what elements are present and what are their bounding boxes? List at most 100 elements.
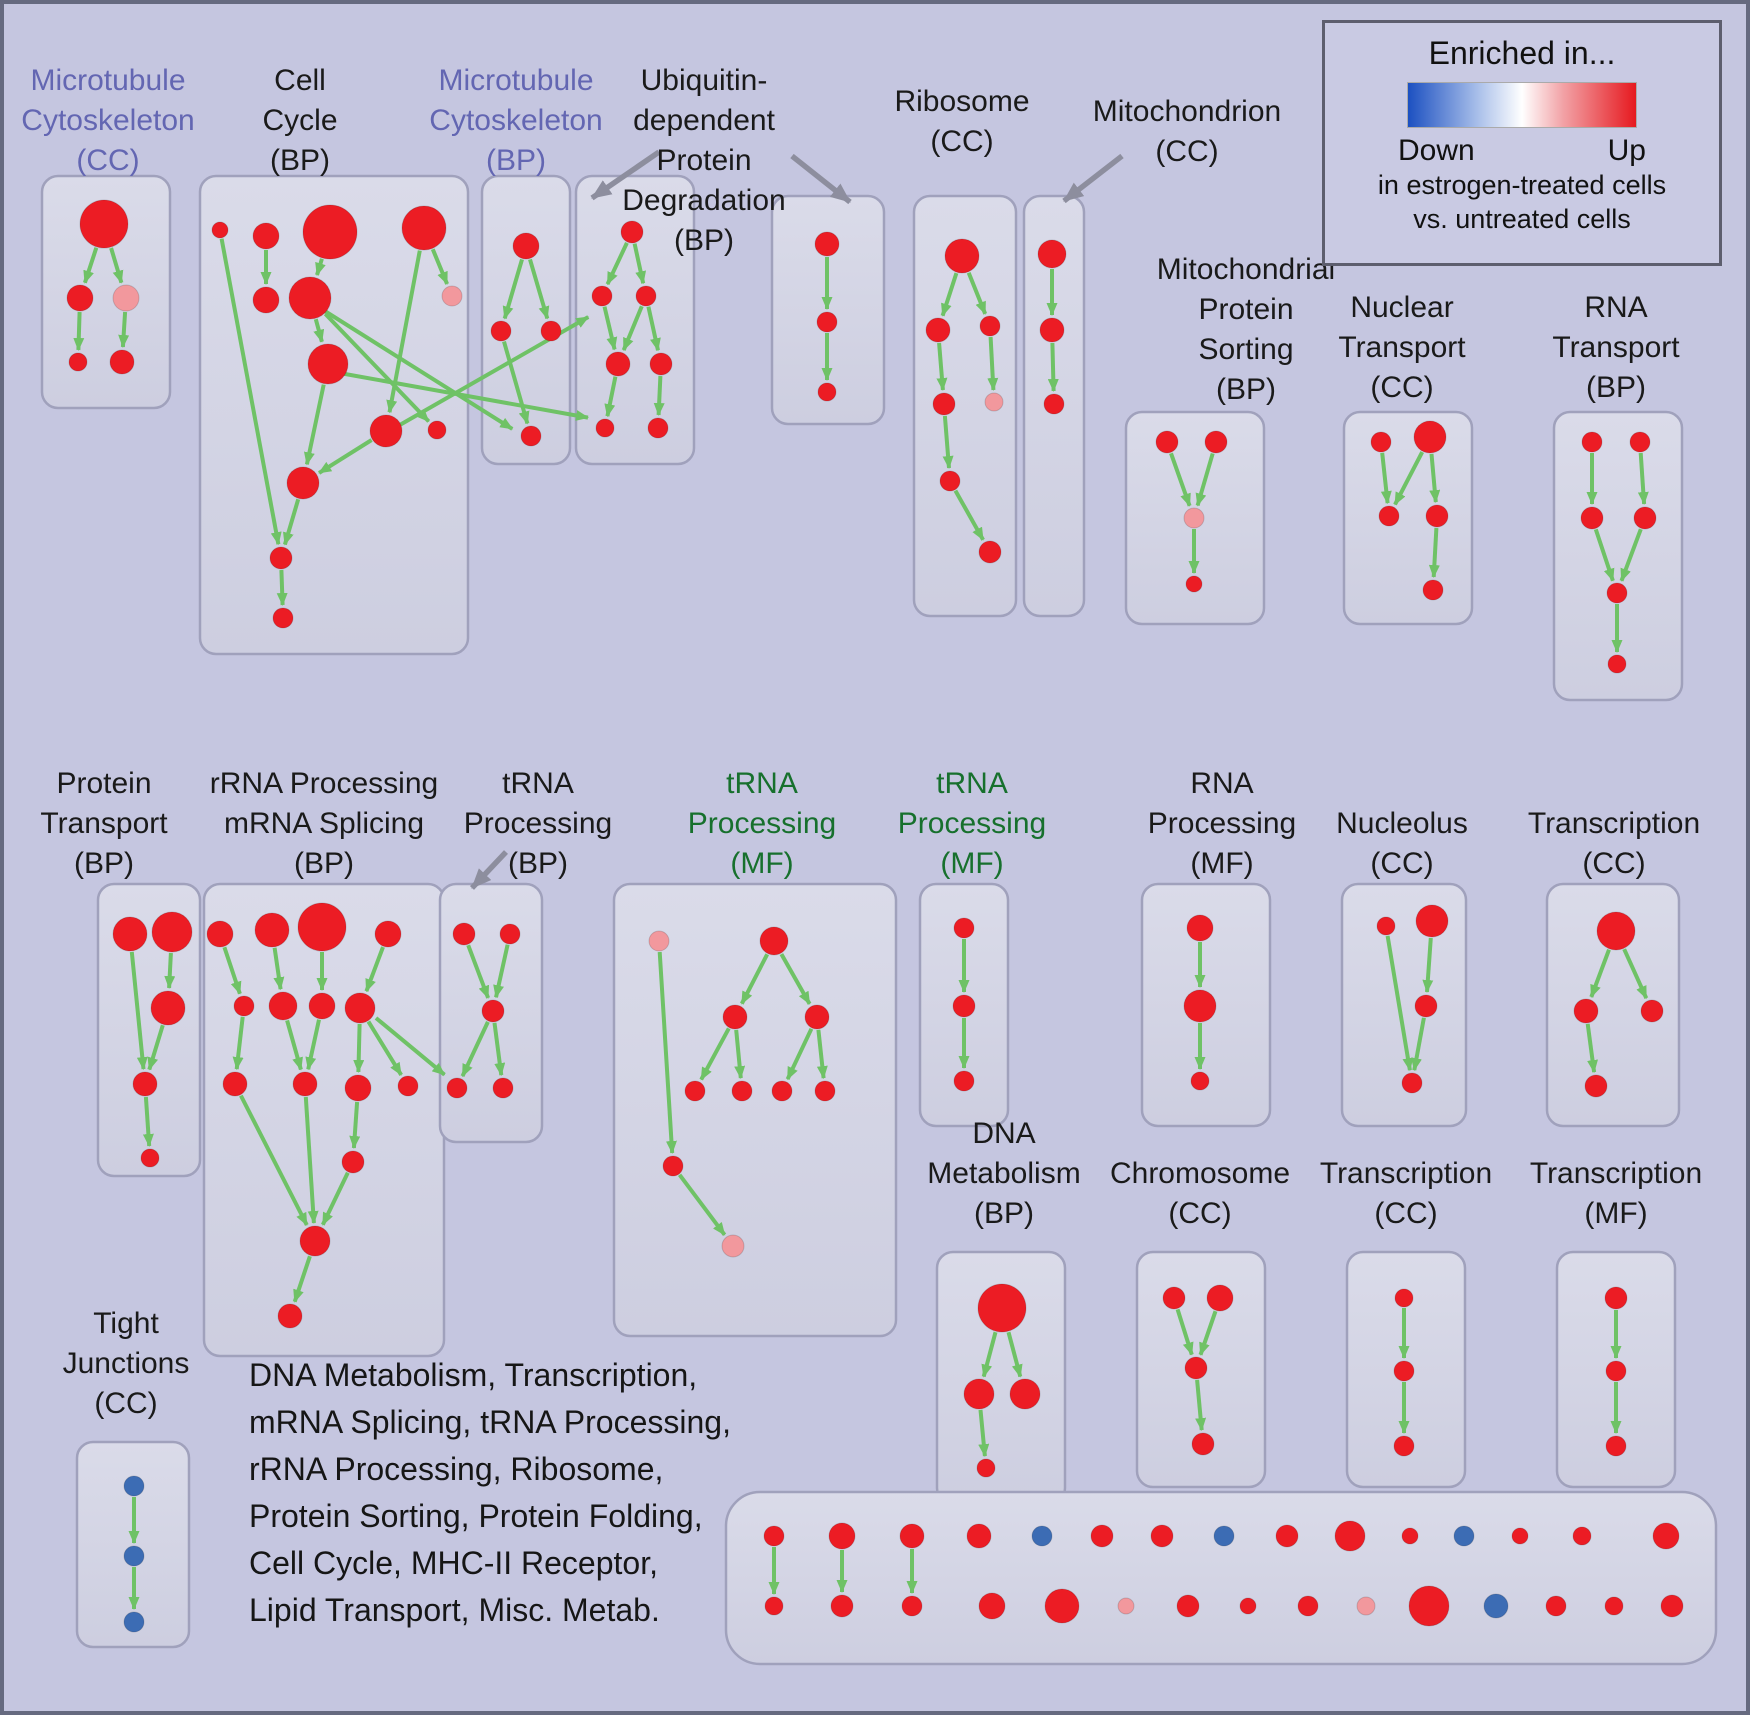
edge-arrow <box>734 1029 746 1080</box>
edge-arrow <box>646 306 661 352</box>
edge-arrow <box>318 306 514 431</box>
gene-node <box>1155 430 1179 454</box>
gene-node <box>620 220 644 244</box>
gene-node <box>1376 916 1396 936</box>
gene-node <box>269 546 293 570</box>
gene-node <box>1190 1071 1210 1091</box>
gene-node <box>814 231 840 257</box>
edge-arrow <box>790 153 852 205</box>
edge-arrow <box>292 1255 312 1303</box>
edge-arrow <box>142 1096 154 1147</box>
gene-node <box>953 1070 975 1092</box>
edge-arrow <box>1195 452 1215 507</box>
gene-node <box>944 238 980 274</box>
edge-arrow <box>502 341 530 425</box>
gene-node <box>307 343 349 385</box>
edge-arrow <box>657 951 677 1154</box>
edge-arrow <box>222 946 242 995</box>
gene-node <box>112 916 148 952</box>
gene-node <box>804 1004 830 1030</box>
edge-arrow <box>219 238 282 546</box>
gene-node <box>635 285 657 307</box>
gene-node <box>1162 1286 1186 1310</box>
edge-arrow <box>430 248 449 285</box>
edge-arrow <box>118 311 130 348</box>
edge-arrow <box>1380 452 1392 505</box>
edge-arrow <box>470 850 508 890</box>
gene-node <box>684 1080 706 1102</box>
edge-arrow <box>966 271 988 315</box>
edge-arrow <box>320 1171 350 1226</box>
edge-arrow <box>366 1020 403 1076</box>
edge-arrow <box>621 305 644 352</box>
gene-node <box>481 999 505 1023</box>
gene-node <box>1191 1432 1215 1456</box>
edge-arrow <box>653 375 665 416</box>
gene-node <box>268 991 298 1021</box>
gene-node <box>764 1596 784 1616</box>
gene-node <box>899 1523 925 1549</box>
gene-node <box>1370 431 1392 453</box>
edge-arrow <box>740 953 769 1005</box>
edge-arrow <box>1585 1023 1598 1074</box>
gene-node <box>925 317 951 343</box>
gene-node <box>979 315 1001 337</box>
gene-node <box>1415 904 1449 938</box>
cluster-box-nucleolus <box>1340 882 1468 1128</box>
edge-arrow <box>978 1409 990 1458</box>
gene-node <box>816 311 838 333</box>
gene-node <box>132 1071 158 1097</box>
gene-node <box>817 382 837 402</box>
edge-arrow <box>82 247 99 284</box>
gene-node <box>1183 989 1217 1023</box>
gene-node <box>374 920 402 948</box>
legend: Enriched in... Down Up in estrogen-treat… <box>1322 20 1722 266</box>
gene-node <box>1545 1595 1567 1617</box>
gene-node <box>369 414 403 448</box>
edge-arrow <box>374 1016 446 1077</box>
gene-node <box>1275 1524 1299 1548</box>
edge-arrow <box>276 569 288 606</box>
gene-node <box>299 1225 331 1257</box>
gene-node <box>1422 579 1444 601</box>
gene-node <box>1334 1520 1366 1552</box>
gene-node <box>1596 911 1636 951</box>
edge-arrow <box>1429 453 1441 504</box>
gene-node <box>211 221 229 239</box>
edge-arrow <box>953 489 985 541</box>
edge-arrow <box>318 438 373 475</box>
legend-down-label: Down <box>1398 134 1475 167</box>
edge-arrow <box>129 951 148 1071</box>
gene-node <box>828 1522 856 1550</box>
gene-node <box>427 420 447 440</box>
gene-node <box>978 540 1002 564</box>
gene-node <box>1604 1286 1628 1310</box>
cluster-box-rna-transport <box>1552 410 1684 702</box>
cluster-box-trna-mf-1 <box>612 882 898 1338</box>
gene-node <box>721 1234 745 1258</box>
gene-node <box>1239 1597 1257 1615</box>
legend-gradient-bar <box>1407 82 1637 128</box>
gene-node <box>397 1075 419 1097</box>
edge-arrow <box>1385 935 1414 1072</box>
edge-arrow <box>315 258 326 276</box>
edge-arrow <box>816 1029 828 1080</box>
edge-arrow <box>1428 527 1440 578</box>
gene-node <box>1090 1524 1114 1548</box>
gene-node <box>649 352 673 376</box>
gene-node <box>1297 1595 1319 1617</box>
legend-scale-labels: Down Up <box>1398 134 1646 168</box>
gene-node <box>1584 1074 1608 1098</box>
edge-arrow <box>1195 1379 1207 1432</box>
gene-node <box>1213 1525 1235 1547</box>
gene-node <box>441 285 463 307</box>
gene-node <box>1186 914 1214 942</box>
edge-arrow <box>1198 1310 1218 1356</box>
gene-node <box>109 349 135 375</box>
cluster-box-ubiquitin-2 <box>770 194 886 426</box>
gene-node <box>112 284 140 312</box>
edge-arrow <box>1589 948 1611 998</box>
gene-node <box>1393 1360 1415 1382</box>
cluster-box-tight-junctions <box>75 1440 191 1649</box>
